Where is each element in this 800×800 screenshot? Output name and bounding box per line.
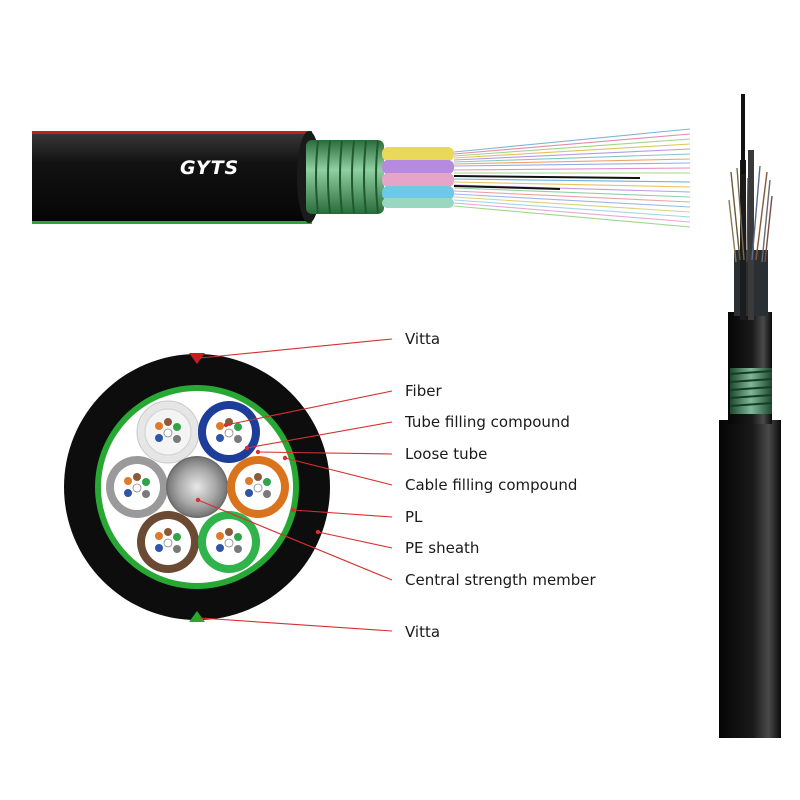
leader-vitta-bottom [199,617,393,632]
leader-pl [292,509,393,518]
horizontal-cable-illustration: GYTS [32,128,691,228]
label-fiber: Fiber [405,382,442,400]
leader-fiber [225,390,393,426]
vitta-top-marker [189,353,205,364]
loose-tube-orange [227,456,289,518]
loose-tube-grey [106,456,168,518]
loose-tube-brown [137,511,199,573]
vertical-cable-illustration [719,94,781,738]
callout-labels: Vitta Fiber Tube filling compound Loose … [404,330,597,641]
label-cable-filling-compound: Cable filling compound [405,476,577,494]
vertical-steel-tape-armor [729,368,773,414]
brand-print: GYTS [180,157,239,179]
label-tube-filling-compound: Tube filling compound [404,413,570,431]
vertical-outer-jacket [719,420,781,738]
leader-pe-sheath [317,531,393,549]
leader-loose-tube [257,451,393,455]
leader-vitta-top [199,338,393,359]
leader-central-strength-member [197,499,393,581]
loose-tube-green [198,511,260,573]
vitta-bottom-marker [189,611,205,622]
loose-tube-white [136,400,200,464]
label-loose-tube: Loose tube [405,445,487,463]
outer-jacket [32,131,312,224]
vertical-fibers [728,165,773,263]
leader-tube-filling-compound [246,421,393,449]
vitta-stripe-green [32,221,312,224]
leader-lines [197,338,393,632]
label-pe-sheath: PE sheath [405,539,479,557]
label-central-strength-member: Central strength member [405,571,597,589]
loose-tube-blue [198,401,260,463]
loose-tubes-exposed [382,147,454,208]
steel-tape-armor [306,140,384,214]
leader-dots [195,422,321,535]
leader-cable-filling-compound [284,457,393,486]
label-vitta-bottom: Vitta [405,623,440,641]
label-pl: PL [405,508,423,526]
vitta-stripe-red [32,131,312,134]
label-vitta-top: Vitta [405,330,440,348]
cable-cross-section [64,353,330,622]
fibers-fanned [453,128,691,228]
